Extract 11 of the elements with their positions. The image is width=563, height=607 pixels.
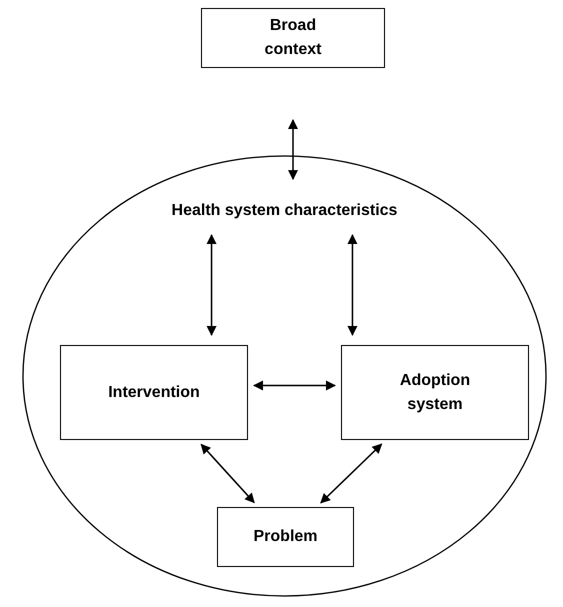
process-box: Broad context	[201, 8, 385, 68]
process-box: Problem	[217, 507, 354, 567]
system-heading: Health system characteristics	[172, 201, 398, 221]
double-arrow	[253, 380, 336, 390]
double-arrow	[206, 234, 217, 336]
double-arrow	[347, 234, 358, 336]
double-arrow	[320, 443, 382, 504]
double-arrow	[288, 119, 298, 180]
process-box: Adoption system	[341, 345, 529, 440]
process-box: Intervention	[60, 345, 248, 440]
double-arrow	[200, 444, 255, 504]
